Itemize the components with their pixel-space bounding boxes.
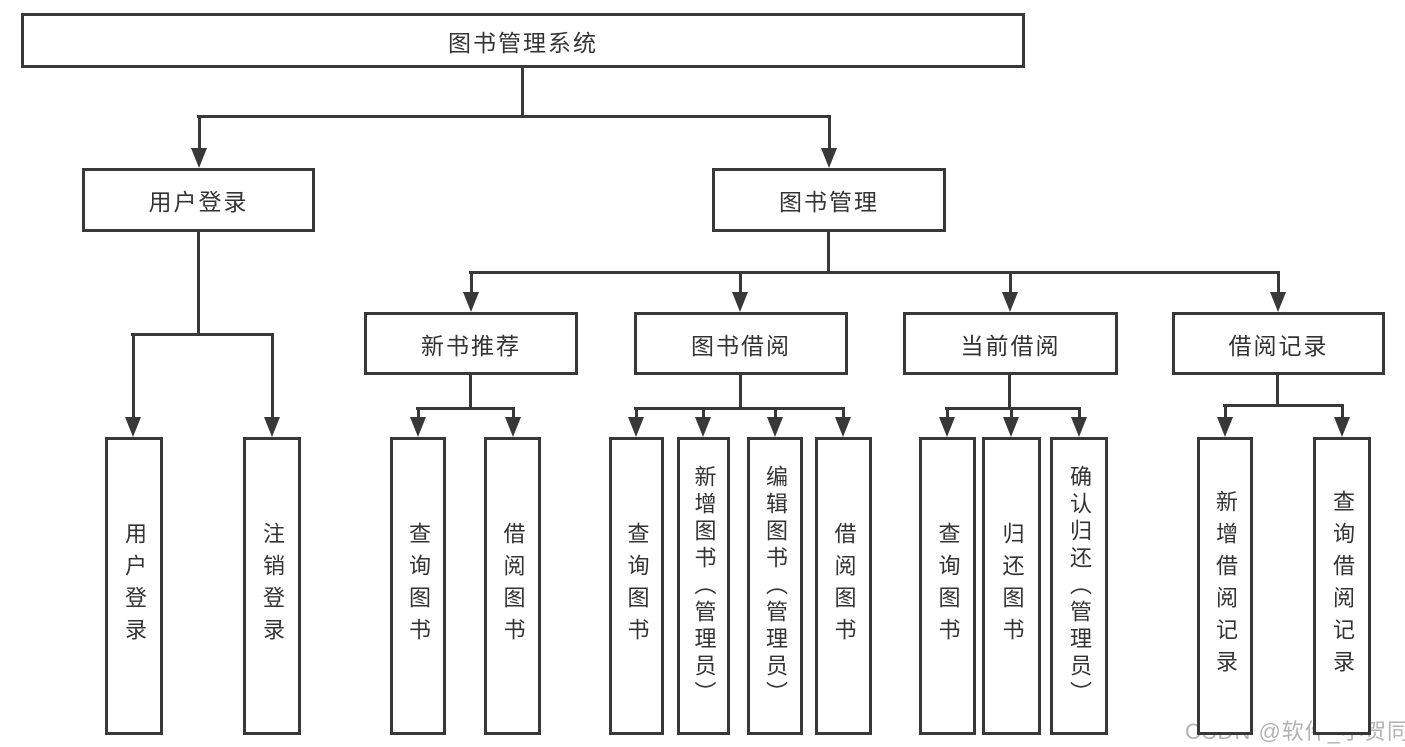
arrow-shaft	[197, 116, 201, 150]
node-current-borrow: 当前借阅	[903, 312, 1118, 375]
connector-line	[1223, 404, 1344, 407]
arrow-head-icon	[767, 417, 783, 437]
arrow-head-icon	[264, 417, 280, 437]
node-leaf-return-book: 归还图书	[982, 437, 1041, 735]
arrow-head-icon	[1003, 417, 1019, 437]
node-user-login-branch: 用户登录	[82, 168, 315, 232]
connector-line	[1008, 373, 1011, 410]
arrow-head-icon	[1217, 417, 1233, 437]
arrow-shaft	[1276, 272, 1280, 294]
arrow-head-icon	[1071, 417, 1087, 437]
connector-line	[416, 407, 515, 410]
node-label-leaf-borrow-books-2: 借阅图书	[831, 522, 857, 650]
arrow-head-icon	[695, 417, 711, 437]
node-label-new-book-recommend: 新书推荐	[421, 332, 521, 359]
node-root: 图书管理系统	[21, 13, 1025, 68]
connector-line	[197, 115, 831, 118]
connector-line	[945, 407, 1081, 410]
node-label-book-borrow: 图书借阅	[691, 332, 791, 359]
connector-line	[1276, 373, 1279, 407]
node-leaf-add-book-admin: 新增图书（管理员）	[677, 437, 730, 735]
node-leaf-query-books-3: 查询图书	[919, 437, 976, 735]
node-leaf-confirm-return-admin: 确认归还（管理员）	[1050, 437, 1108, 735]
arrow-shaft	[945, 408, 949, 419]
arrow-head-icon	[505, 417, 521, 437]
node-label-leaf-confirm-return-admin: 确认归还（管理员）	[1067, 464, 1092, 708]
node-label-book-management-branch: 图书管理	[779, 189, 879, 215]
arrow-head-icon	[125, 417, 141, 437]
arrow-shaft	[738, 272, 742, 294]
arrow-shaft	[416, 408, 420, 419]
arrow-shaft	[827, 116, 831, 150]
arrow-head-icon	[939, 417, 955, 437]
node-label-leaf-borrow-books-1: 借阅图书	[500, 522, 526, 650]
node-label-leaf-return-book: 归还图书	[999, 522, 1025, 650]
node-label-leaf-add-book-admin: 新增图书（管理员）	[691, 464, 717, 708]
connector-line	[827, 230, 830, 274]
arrow-shaft	[1008, 272, 1012, 294]
node-label-borrow-records: 借阅记录	[1228, 332, 1329, 359]
arrow-shaft	[773, 408, 777, 419]
node-label-root: 图书管理系统	[448, 29, 598, 56]
connector-line	[131, 333, 274, 336]
connector-line	[634, 407, 845, 410]
arrow-head-icon	[1002, 292, 1018, 312]
node-label-leaf-query-books-1: 查询图书	[406, 522, 431, 650]
node-label-leaf-logout: 注销登录	[260, 522, 285, 650]
connector-line	[469, 271, 1280, 274]
arrow-head-icon	[410, 417, 426, 437]
arrow-head-icon	[191, 148, 207, 168]
node-label-leaf-query-borrow-record: 查询借阅记录	[1330, 490, 1355, 682]
node-label-current-borrow: 当前借阅	[960, 332, 1061, 359]
arrow-head-icon	[821, 148, 837, 168]
node-leaf-logout: 注销登录	[243, 437, 301, 735]
arrow-shaft	[1009, 408, 1013, 419]
node-label-user-login-branch: 用户登录	[148, 189, 249, 215]
connector-line	[469, 373, 472, 410]
node-book-management-branch: 图书管理	[712, 168, 946, 232]
arrow-shaft	[131, 334, 135, 419]
arrow-shaft	[469, 272, 473, 294]
node-leaf-add-borrow-record: 新增借阅记录	[1197, 437, 1253, 735]
node-label-leaf-query-books-2: 查询图书	[624, 522, 650, 650]
node-borrow-records: 借阅记录	[1172, 312, 1385, 375]
node-book-borrow: 图书借阅	[634, 312, 848, 375]
node-leaf-query-books-2: 查询图书	[609, 437, 664, 735]
arrow-shaft	[634, 408, 638, 419]
node-leaf-query-borrow-record: 查询借阅记录	[1313, 437, 1371, 735]
connector-line	[521, 66, 524, 118]
arrow-head-icon	[463, 292, 479, 312]
arrow-shaft	[841, 408, 845, 419]
arrow-head-icon	[628, 417, 644, 437]
node-leaf-user-login: 用户登录	[105, 437, 163, 735]
arrow-shaft	[511, 408, 515, 419]
node-leaf-query-books-1: 查询图书	[390, 437, 446, 735]
arrow-head-icon	[835, 417, 851, 437]
node-label-leaf-query-books-3: 查询图书	[935, 522, 961, 650]
arrow-head-icon	[732, 292, 748, 312]
node-label-leaf-edit-book-admin: 编辑图书（管理员）	[763, 464, 788, 708]
arrow-shaft	[1077, 408, 1081, 419]
node-leaf-borrow-books-1: 借阅图书	[484, 437, 541, 735]
arrow-shaft	[701, 408, 705, 419]
arrow-shaft	[1340, 404, 1344, 419]
node-leaf-edit-book-admin: 编辑图书（管理员）	[747, 437, 803, 735]
arrow-shaft	[1223, 404, 1227, 419]
node-new-book-recommend: 新书推荐	[364, 312, 578, 375]
node-leaf-borrow-books-2: 借阅图书	[815, 437, 872, 735]
node-label-leaf-add-borrow-record: 新增借阅记录	[1213, 490, 1238, 682]
connector-line	[739, 373, 742, 410]
connector-line	[197, 230, 200, 336]
arrow-head-icon	[1334, 417, 1350, 437]
node-label-leaf-user-login: 用户登录	[122, 522, 147, 650]
arrow-shaft	[270, 334, 274, 419]
arrow-head-icon	[1270, 292, 1286, 312]
